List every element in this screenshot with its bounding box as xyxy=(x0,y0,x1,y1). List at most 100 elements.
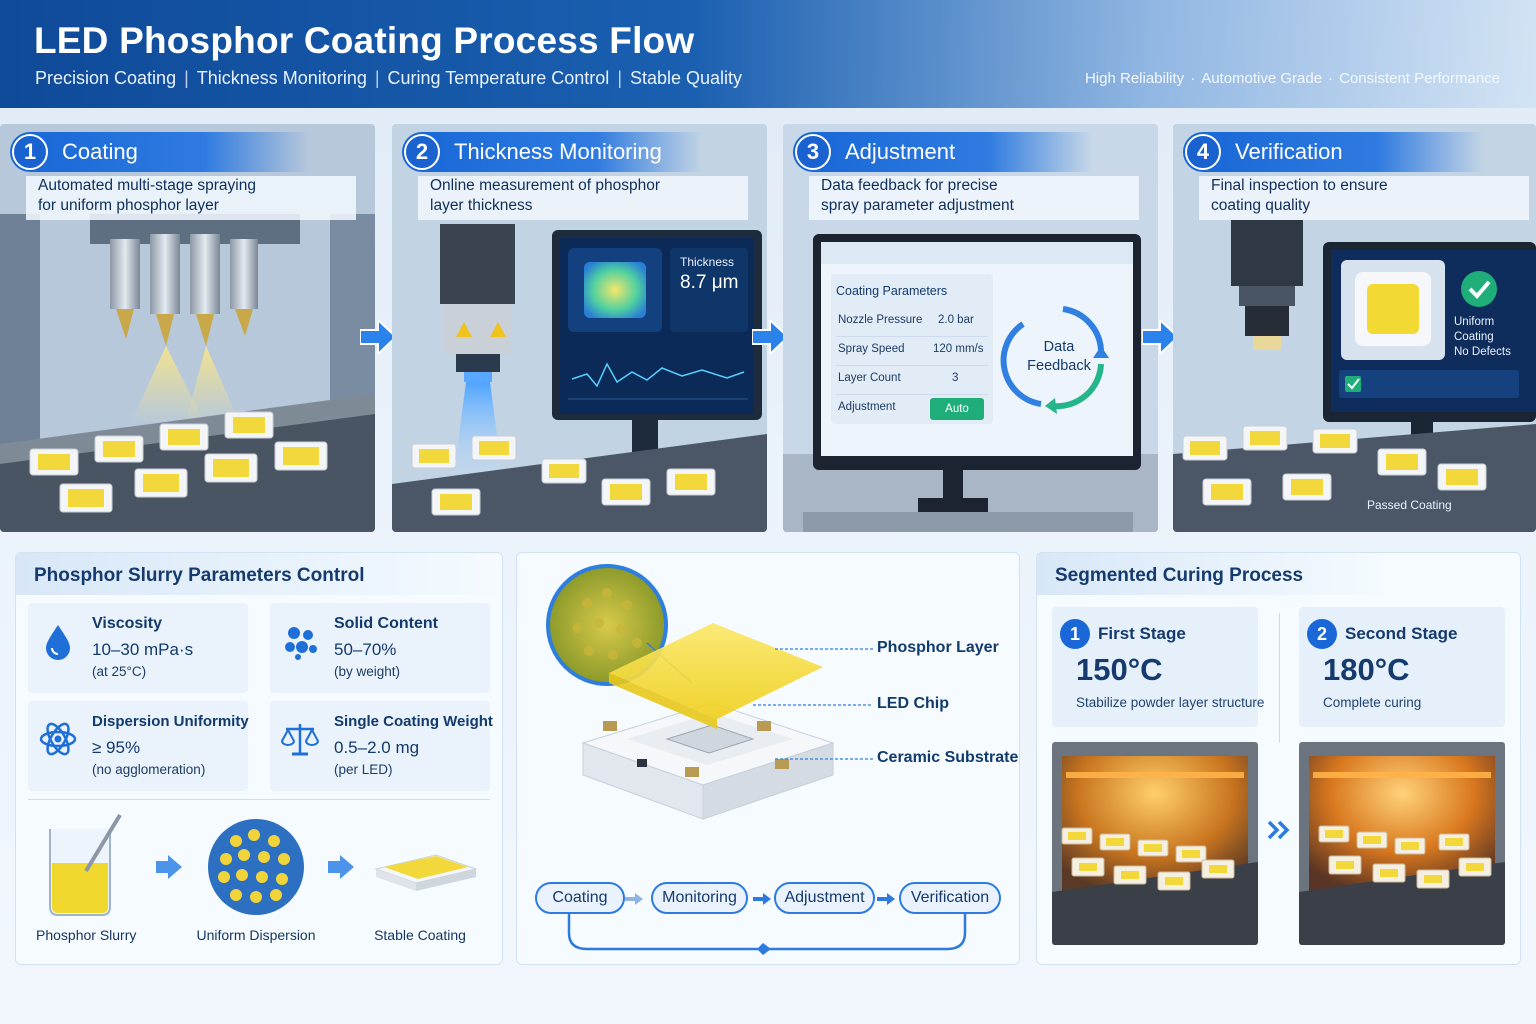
droplet-icon xyxy=(46,625,70,660)
dispersion-particles-icon xyxy=(208,819,304,915)
step-title: Coating xyxy=(62,139,138,164)
step-number-badge: 3 xyxy=(795,134,831,170)
page-title: LED Phosphor Coating Process Flow xyxy=(34,20,695,61)
inspection-status: Passed Coating xyxy=(1367,498,1452,512)
loop-step-coating: Coating xyxy=(535,882,625,914)
table-row: Layer Count 3 xyxy=(836,366,988,395)
curing-oven-second-stage xyxy=(1299,742,1505,945)
param-name: Single Coating Weight xyxy=(334,713,493,730)
description-line: spray parameter adjustment xyxy=(821,197,1014,214)
stage-name: Second Stage xyxy=(1345,624,1458,643)
layer-label: Ceramic Substrate xyxy=(877,749,1019,766)
divider xyxy=(28,799,490,800)
flow-label: Uniform Dispersion xyxy=(196,927,316,943)
description-line: Online measurement of phosphor xyxy=(430,177,661,194)
auto-toggle-button[interactable]: Auto xyxy=(930,398,984,420)
description-line: coating quality xyxy=(1211,197,1311,214)
curing-stage-first: 1 First Stage 150°C Stabilize powder lay… xyxy=(1052,607,1264,727)
param-value: 50–70% xyxy=(334,640,397,659)
row-value: 2.0 bar xyxy=(938,314,974,326)
thickness-value: 8.7 μm xyxy=(680,272,739,293)
row-label: Layer Count xyxy=(838,372,901,384)
stage-description: Complete curing xyxy=(1323,695,1422,710)
result-line: No Defects xyxy=(1454,346,1511,358)
step-title: Verification xyxy=(1235,139,1343,164)
separator: | xyxy=(374,68,380,88)
param-value: 10–30 mPa·s xyxy=(92,640,194,659)
stage-name: First Stage xyxy=(1098,624,1186,643)
layer-label: LED Chip xyxy=(877,695,949,712)
slurry-flow-illustration xyxy=(49,813,478,916)
step-panel-adjustment: 3 Adjustment Data feedback for precise s… xyxy=(783,124,1158,532)
param-name: Solid Content xyxy=(334,615,438,632)
param-note: (at 25°C) xyxy=(92,664,147,679)
led-layer-diagram xyxy=(546,564,873,820)
table-row: Adjustment Auto xyxy=(836,395,988,424)
step-header: 3 Adjustment xyxy=(793,132,1093,172)
row-label: Adjustment xyxy=(838,401,896,413)
step-number-badge: 1 xyxy=(12,134,48,170)
loop-step-verification: Verification xyxy=(899,882,1001,914)
param-viscosity: Viscosity 10–30 mPa·s (at 25°C) xyxy=(28,603,248,693)
step-description: Automated multi-stage spraying for unifo… xyxy=(26,176,356,220)
loop-step-adjustment: Adjustment xyxy=(774,882,875,914)
card-title-bar xyxy=(1037,553,1387,595)
description-line: Final inspection to ensure xyxy=(1211,177,1388,194)
subtitle-item: Stable Quality xyxy=(630,68,743,88)
step-description: Online measurement of phosphor layer thi… xyxy=(418,176,748,220)
card-title: Phosphor Slurry Parameters Control xyxy=(34,565,365,586)
tagline-item: High Reliability xyxy=(1084,70,1185,87)
card-title: Segmented Curing Process xyxy=(1055,565,1304,586)
feedback-line: Data xyxy=(1043,339,1075,355)
step-number-badge: 4 xyxy=(1185,134,1221,170)
step-panel-thickness-monitoring: 2 Thickness Monitoring Online measuremen… xyxy=(392,124,767,532)
layer-label: Phosphor Layer xyxy=(877,639,999,656)
param-name: Dispersion Uniformity xyxy=(92,713,249,730)
parameters-table: Nozzle Pressure 2.0 bar Spray Speed 120 … xyxy=(836,308,988,424)
slurry-parameters-card: Phosphor Slurry Parameters Control Visco… xyxy=(15,552,503,965)
double-chevron-right-icon xyxy=(1267,820,1290,840)
stage-description: Stabilize powder layer structure xyxy=(1076,695,1265,710)
step-title: Thickness Monitoring xyxy=(454,139,662,164)
tagline: High Reliability·Automotive Grade·Consis… xyxy=(1085,70,1500,87)
step-number-badge: 2 xyxy=(404,134,440,170)
step-header: 2 Thickness Monitoring xyxy=(402,132,702,172)
param-single-coating-weight: Single Coating Weight 0.5–2.0 mg (per LE… xyxy=(270,701,493,791)
coated-chip-icon xyxy=(374,854,478,891)
process-loop-diagram xyxy=(567,893,967,955)
curing-stage-second: 2 Second Stage 180°C Complete curing xyxy=(1299,607,1505,727)
tagline-item: Consistent Performance xyxy=(1339,70,1500,87)
separator: | xyxy=(617,68,622,88)
param-note: (no agglomeration) xyxy=(92,762,206,777)
row-value: 3 xyxy=(952,372,959,384)
step-description: Data feedback for precise spray paramete… xyxy=(809,176,1139,220)
param-solid-content: Solid Content 50–70% (by weight) xyxy=(270,603,490,693)
atom-icon xyxy=(39,722,77,756)
divider xyxy=(1279,613,1280,743)
beaker-icon xyxy=(49,813,122,916)
result-line: Coating xyxy=(1454,331,1494,343)
stage-temperature: 150°C xyxy=(1076,652,1163,687)
subtitle-item: Curing Temperature Control xyxy=(387,68,610,88)
arrow-right-icon xyxy=(360,320,396,354)
header-banner: LED Phosphor Coating Process Flow Precis… xyxy=(0,0,1536,108)
subtitle-item: Precision Coating xyxy=(35,68,177,88)
table-row: Nozzle Pressure 2.0 bar xyxy=(836,308,988,337)
feedback-line: Feedback xyxy=(1027,358,1091,374)
step-panel-coating: 1 Coating Automated multi-stage spraying… xyxy=(0,124,375,532)
step-description: Final inspection to ensure coating quali… xyxy=(1199,176,1529,220)
param-note: (by weight) xyxy=(334,664,401,679)
stage-temperature: 180°C xyxy=(1323,652,1410,687)
description-line: for uniform phosphor layer xyxy=(38,197,219,214)
curing-oven-first-stage xyxy=(1052,742,1258,945)
separator: | xyxy=(184,68,189,88)
stage-number-badge: 1 xyxy=(1060,619,1090,649)
row-value: 120 mm/s xyxy=(933,343,984,355)
description-line: Data feedback for precise xyxy=(821,177,998,194)
subtitle-item: Thickness Monitoring xyxy=(196,68,367,88)
magnified-phosphor-icon xyxy=(546,564,668,686)
particles-icon xyxy=(285,627,317,660)
flow-label: Stable Coating xyxy=(374,927,466,943)
thickness-sensor-illustration xyxy=(392,124,767,532)
parameters-heading: Coating Parameters xyxy=(836,284,948,298)
